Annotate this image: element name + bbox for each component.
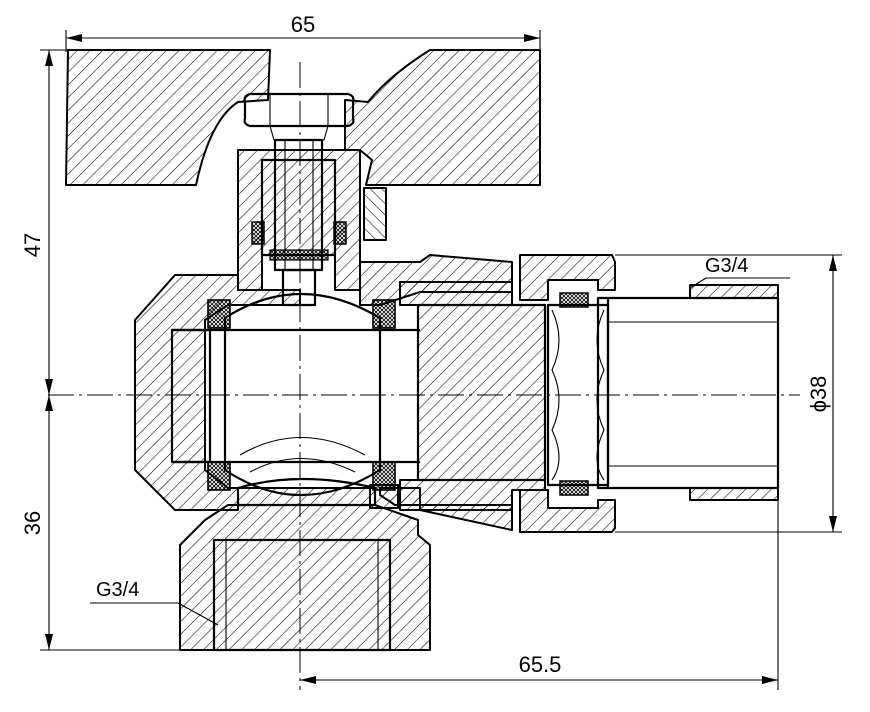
valve-body [134, 254, 547, 531]
centerlines [48, 62, 800, 690]
dimension-upper-height: 47 [20, 49, 70, 395]
dimension-horizontal-length: 65.5 [300, 488, 779, 690]
dimension-label-horizontal-length: 65.5 [519, 652, 562, 677]
female-threaded-port [179, 477, 431, 652]
dimension-label-lower-height: 36 [20, 511, 45, 535]
dimension-diameter: ϕ38 [615, 254, 842, 533]
stem-assembly [237, 138, 387, 307]
dimension-lower-height: 36 [20, 395, 180, 651]
thread-label-right: G3/4 [705, 255, 748, 277]
thread-callout-right: G3/4 [689, 255, 790, 289]
thread-label-bottom: G3/4 [96, 579, 139, 601]
dimension-label-upper-height: 47 [20, 233, 45, 257]
male-threaded-end [596, 284, 780, 501]
dimension-label-diameter: ϕ38 [806, 376, 831, 413]
dimension-top-width: 65 [65, 12, 541, 52]
butterfly-handle [65, 49, 541, 186]
thread-callout-bottom: G3/4 [90, 579, 219, 626]
dimension-label-top-width: 65 [291, 12, 315, 37]
